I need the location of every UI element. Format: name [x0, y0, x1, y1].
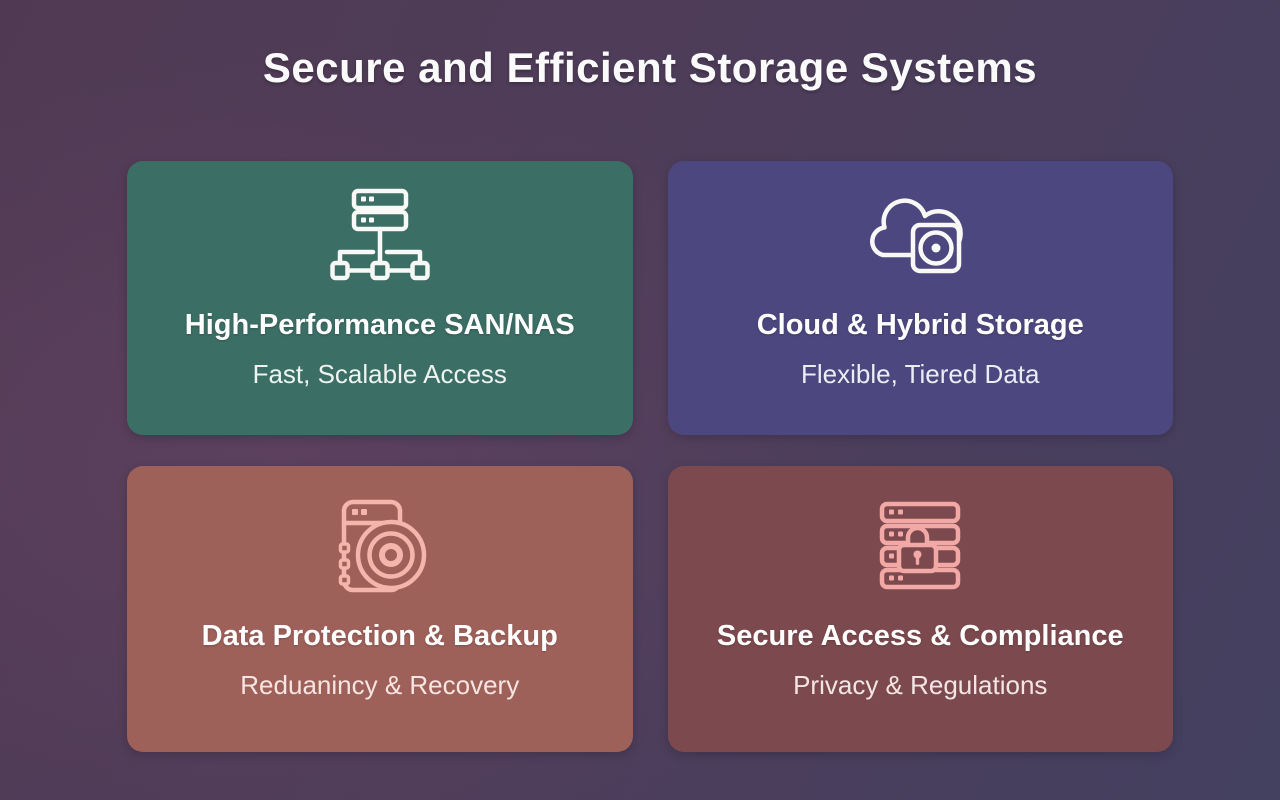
card-san-nas: High-Performance SAN/NAS Fast, Scalable …	[127, 161, 633, 435]
card-subtitle: Reduanincy & Recovery	[240, 670, 520, 700]
cards-grid: High-Performance SAN/NAS Fast, Scalable …	[127, 161, 1173, 752]
card-subtitle: Flexible, Tiered Data	[801, 359, 1040, 389]
card-title: Secure Access & Compliance	[716, 620, 1124, 652]
card-subtitle: Privacy & Regulations	[793, 670, 1048, 700]
card-secure-access: Secure Access & Compliance Privacy & Reg…	[667, 466, 1173, 752]
cloud-hybrid-storage-icon	[861, 185, 979, 285]
san-nas-network-icon	[328, 185, 432, 285]
card-cloud-hybrid: Cloud & Hybrid Storage Flexible, Tiered …	[667, 161, 1173, 435]
card-title: Data Protection & Backup	[201, 620, 558, 652]
server-lock-icon	[870, 496, 970, 596]
card-title: High-Performance SAN/NAS	[184, 309, 575, 341]
card-subtitle: Fast, Scalable Access	[252, 359, 507, 389]
page-title: Secure and Efficient Storage Systems	[262, 44, 1038, 91]
card-data-protection: Data Protection & Backup Reduanincy & Re…	[127, 466, 633, 752]
card-title: Cloud & Hybrid Storage	[756, 309, 1084, 341]
backup-disk-icon	[330, 496, 430, 596]
